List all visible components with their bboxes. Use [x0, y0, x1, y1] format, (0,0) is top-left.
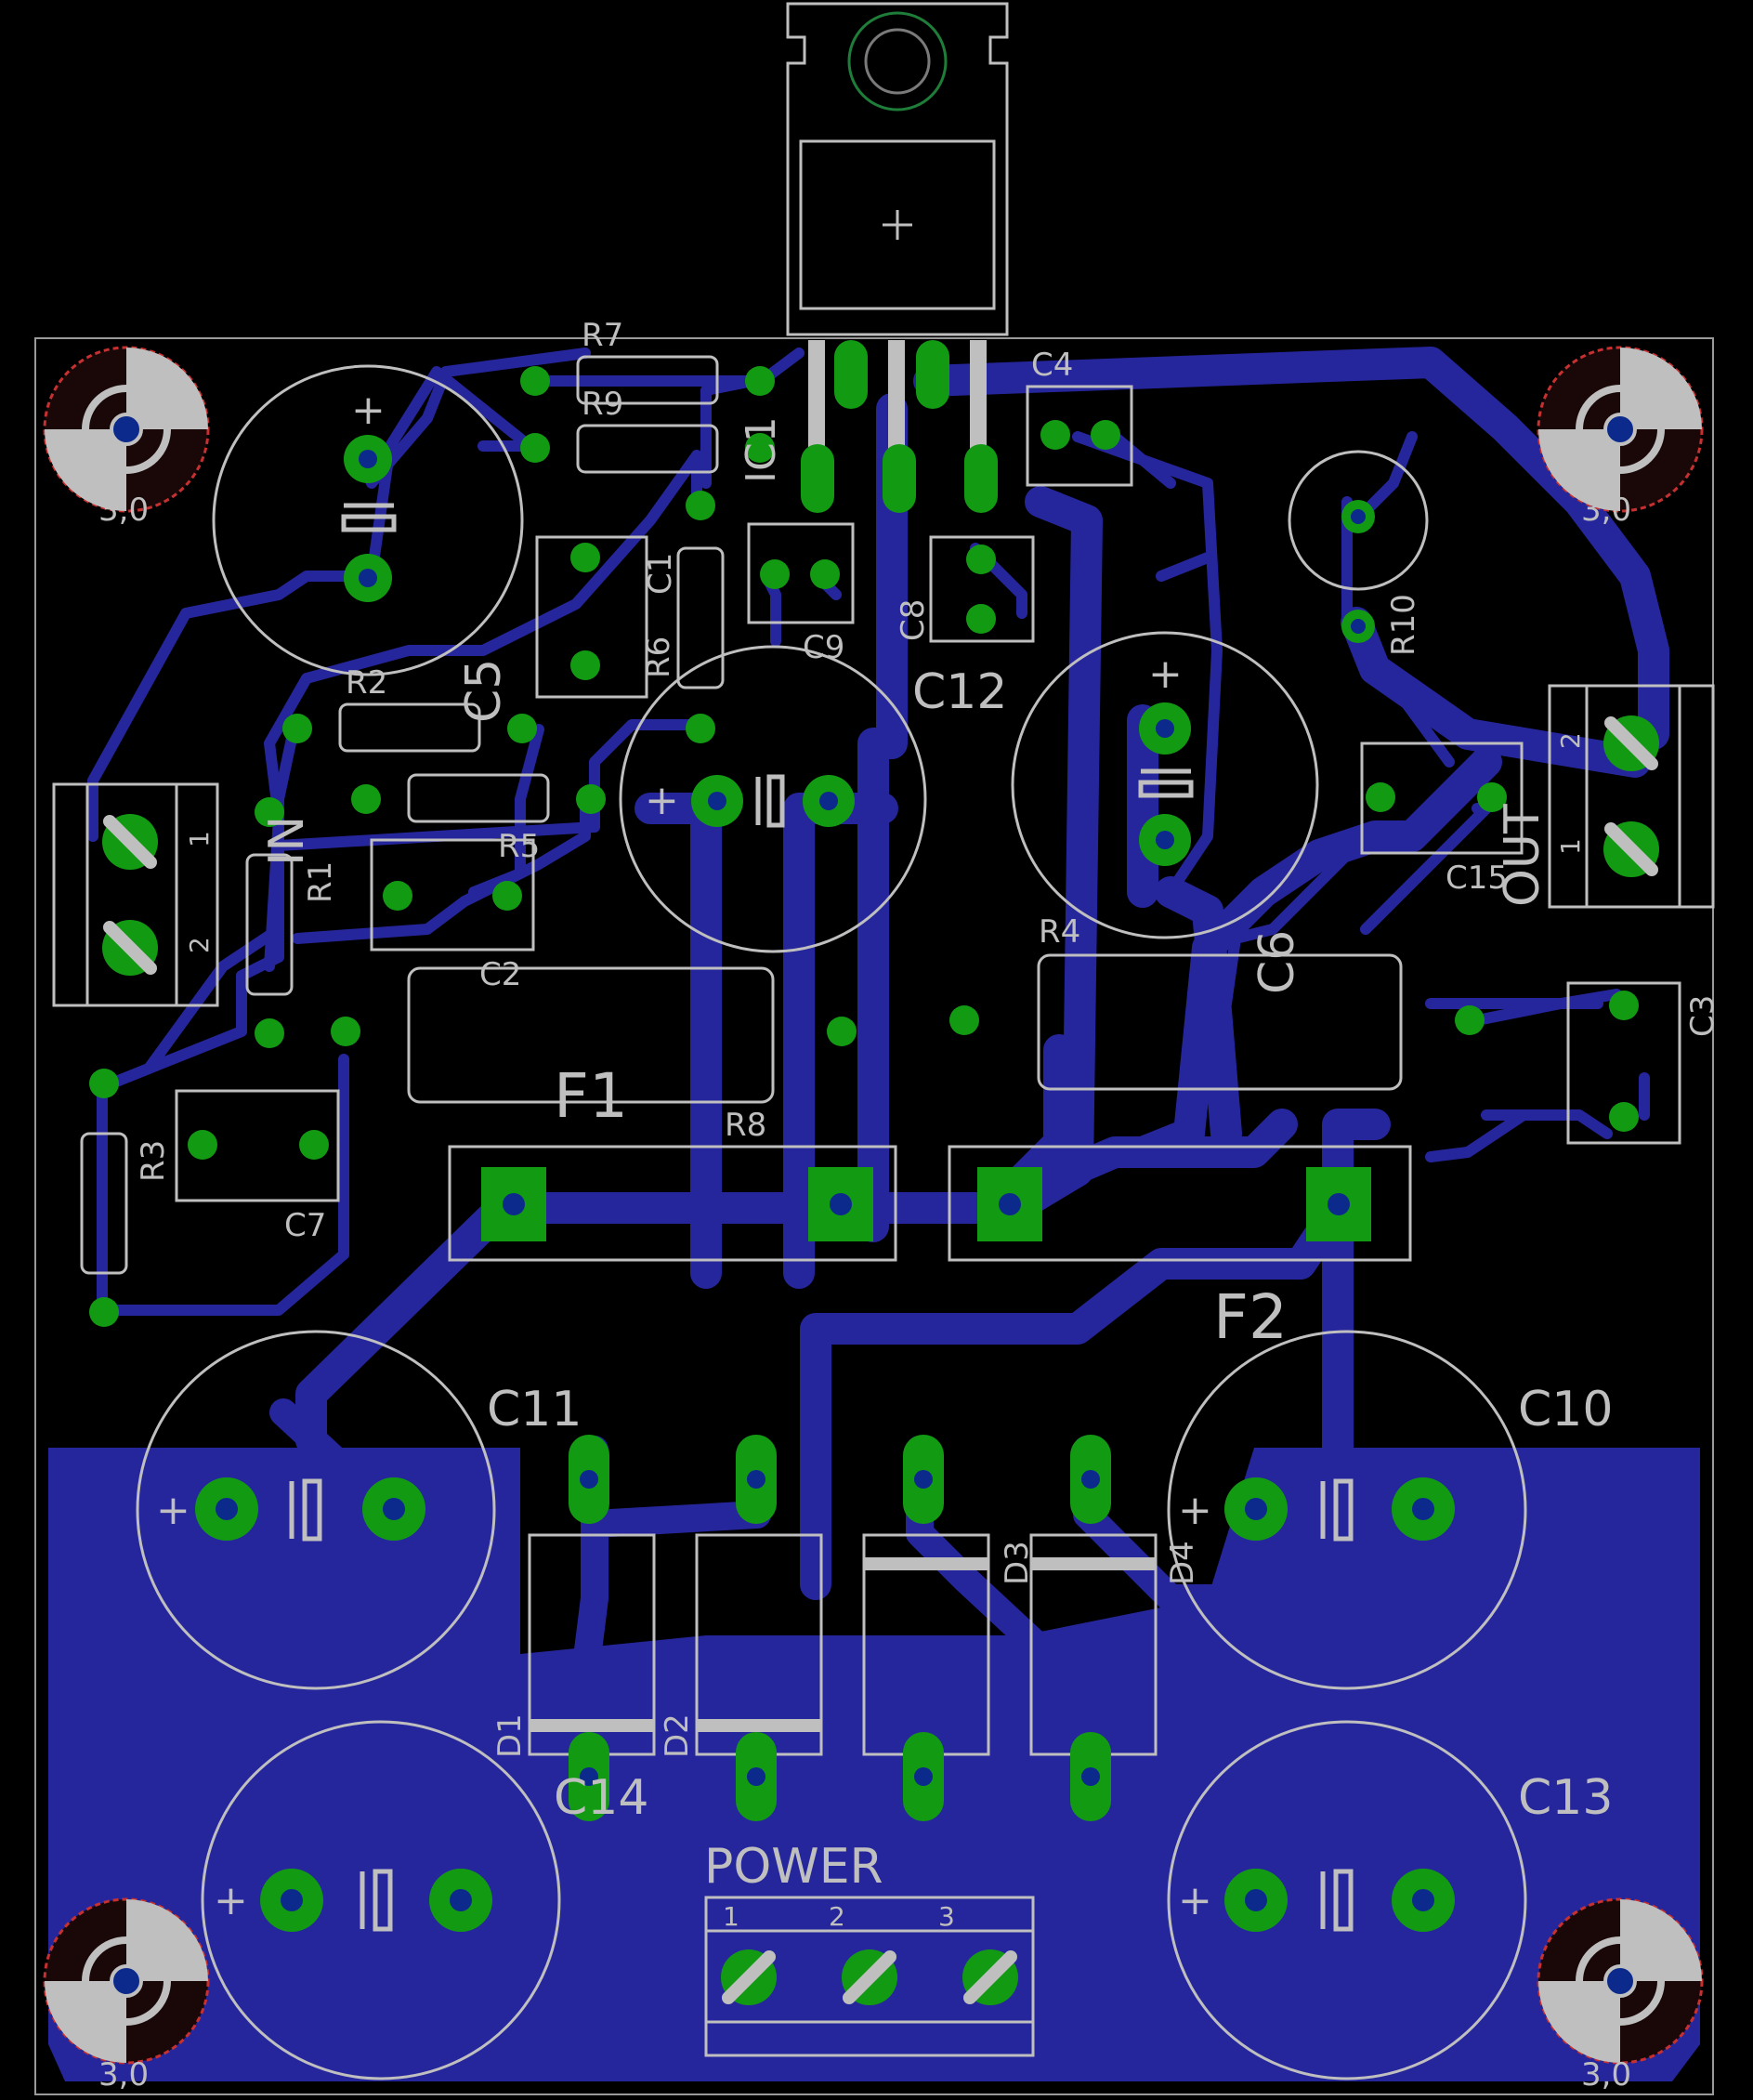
- label-r7: R7: [582, 317, 623, 354]
- labels: R7 R9 R2 R5 R8 R4 C2 C4 C9 C7 C15 C12 C1…: [98, 317, 1721, 2093]
- label-c13: C13: [1518, 1770, 1613, 1826]
- label-c6: C6: [1249, 930, 1305, 994]
- label-r9: R9: [582, 386, 623, 423]
- screw-slots: [103, 716, 1658, 2004]
- mount-hole-top-left: [43, 346, 210, 513]
- resistor-r1-body: [245, 853, 294, 996]
- label-c8: C8: [895, 599, 932, 641]
- plus-c5: +: [351, 387, 386, 434]
- label-f2: F2: [1213, 1281, 1288, 1353]
- label-f1: F1: [554, 1060, 628, 1132]
- label-r10: R10: [1385, 594, 1422, 656]
- label-r1: R1: [302, 861, 339, 903]
- mount-hole-bottom-right: [1537, 1897, 1704, 2065]
- cap-c12-outline: [619, 645, 927, 953]
- label-power: POWER: [704, 1839, 883, 1895]
- mount-hole-bottom-left: [43, 1897, 210, 2065]
- label-c10: C10: [1518, 1382, 1613, 1437]
- mount-label-br: 3,0: [1581, 2056, 1631, 2093]
- mount-label-tl: 3,0: [98, 492, 149, 529]
- label-d1: D1: [491, 1713, 529, 1758]
- resistor-r8-body: [407, 966, 775, 1104]
- label-r6: R6: [640, 637, 677, 678]
- label-r3: R3: [135, 1140, 172, 1182]
- cap-c6-outline: [1011, 631, 1319, 939]
- label-r4: R4: [1039, 913, 1080, 951]
- diode-bands: [530, 1557, 1156, 1732]
- cap-c13-outline: [1167, 1720, 1527, 2080]
- plus-c12: +: [645, 777, 679, 824]
- resistor-r6-body: [676, 546, 725, 689]
- label-c9: C9: [803, 629, 844, 666]
- cap-c5-outline: [212, 364, 524, 676]
- resistor-r10-outline: [1288, 450, 1429, 591]
- resistor-r2-body: [338, 702, 481, 753]
- resistor-r3-body: [80, 1132, 128, 1275]
- plus-c10: +: [1178, 1487, 1212, 1534]
- label-c1: C1: [642, 553, 679, 595]
- regulator-ic1: [786, 2, 1009, 452]
- cap-c15-outline: [1360, 742, 1524, 855]
- label-c15: C15: [1446, 860, 1508, 897]
- connector-out-outline: [1548, 684, 1715, 909]
- cap-c3-outline: [1566, 981, 1681, 1145]
- label-d2: D2: [659, 1713, 696, 1758]
- label-ic1: IC1: [738, 416, 785, 483]
- label-c4: C4: [1031, 347, 1073, 384]
- mount-label-tr: 3,0: [1581, 492, 1631, 529]
- cap-c8-outline: [929, 535, 1035, 643]
- label-c7: C7: [284, 1207, 326, 1244]
- cap-c1-outline: [535, 535, 648, 699]
- cap-symbols: [289, 503, 1354, 1932]
- cap-c10-outline: [1167, 1330, 1527, 1690]
- power-pin3: 3: [938, 1901, 955, 1932]
- silkscreen: [52, 2, 1715, 2080]
- board-outline: [34, 337, 1714, 2095]
- label-r8: R8: [725, 1107, 766, 1144]
- cap-c9-outline: [747, 522, 855, 624]
- label-c2: C2: [479, 956, 521, 993]
- label-out: OUT: [1495, 804, 1550, 907]
- out-pin1: 1: [1555, 838, 1586, 855]
- power-pin1: 1: [723, 1901, 739, 1932]
- fuse-f2-holder: [948, 1145, 1412, 1262]
- label-c12: C12: [912, 664, 1007, 720]
- mount-holes: [43, 346, 1704, 2065]
- out-pin2: 2: [1555, 732, 1586, 749]
- resistor-r9-body: [576, 424, 719, 474]
- resistor-r4-body: [1037, 953, 1403, 1091]
- plus-c14: +: [214, 1877, 248, 1924]
- bridge-tracks: [218, 1398, 1463, 2012]
- label-c14: C14: [554, 1770, 648, 1826]
- label-r2: R2: [346, 664, 387, 702]
- cap-c11-outline: [136, 1330, 496, 1690]
- label-in: IN: [259, 816, 315, 866]
- label-d3: D3: [999, 1541, 1036, 1585]
- cap-c2-outline: [370, 838, 535, 952]
- cap-c4-outline: [1026, 385, 1133, 487]
- drills: [216, 450, 1434, 1911]
- plus-c11: +: [156, 1487, 190, 1534]
- connector-in-outline: [52, 782, 219, 1007]
- plus-c6: +: [1148, 650, 1183, 698]
- mount-label-bl: 3,0: [98, 2056, 149, 2093]
- in-pin1: 1: [184, 831, 215, 847]
- fuse-f1-holder: [448, 1145, 897, 1262]
- resistor-r5-body: [407, 773, 550, 823]
- power-pin2: 2: [829, 1901, 845, 1932]
- label-c3: C3: [1684, 995, 1721, 1037]
- in-pin2: 2: [184, 937, 215, 953]
- cap-c14-outline: [201, 1720, 561, 2080]
- cap-c7-outline: [175, 1089, 340, 1202]
- resistor-r7-body: [576, 355, 719, 405]
- plus-c13: +: [1178, 1877, 1212, 1924]
- label-c5: C5: [456, 659, 512, 723]
- connector-power-outline: [704, 1896, 1035, 2057]
- label-d4: D4: [1164, 1541, 1201, 1585]
- label-r5: R5: [498, 828, 540, 865]
- label-c11: C11: [487, 1382, 582, 1437]
- mount-hole-top-right: [1537, 346, 1704, 513]
